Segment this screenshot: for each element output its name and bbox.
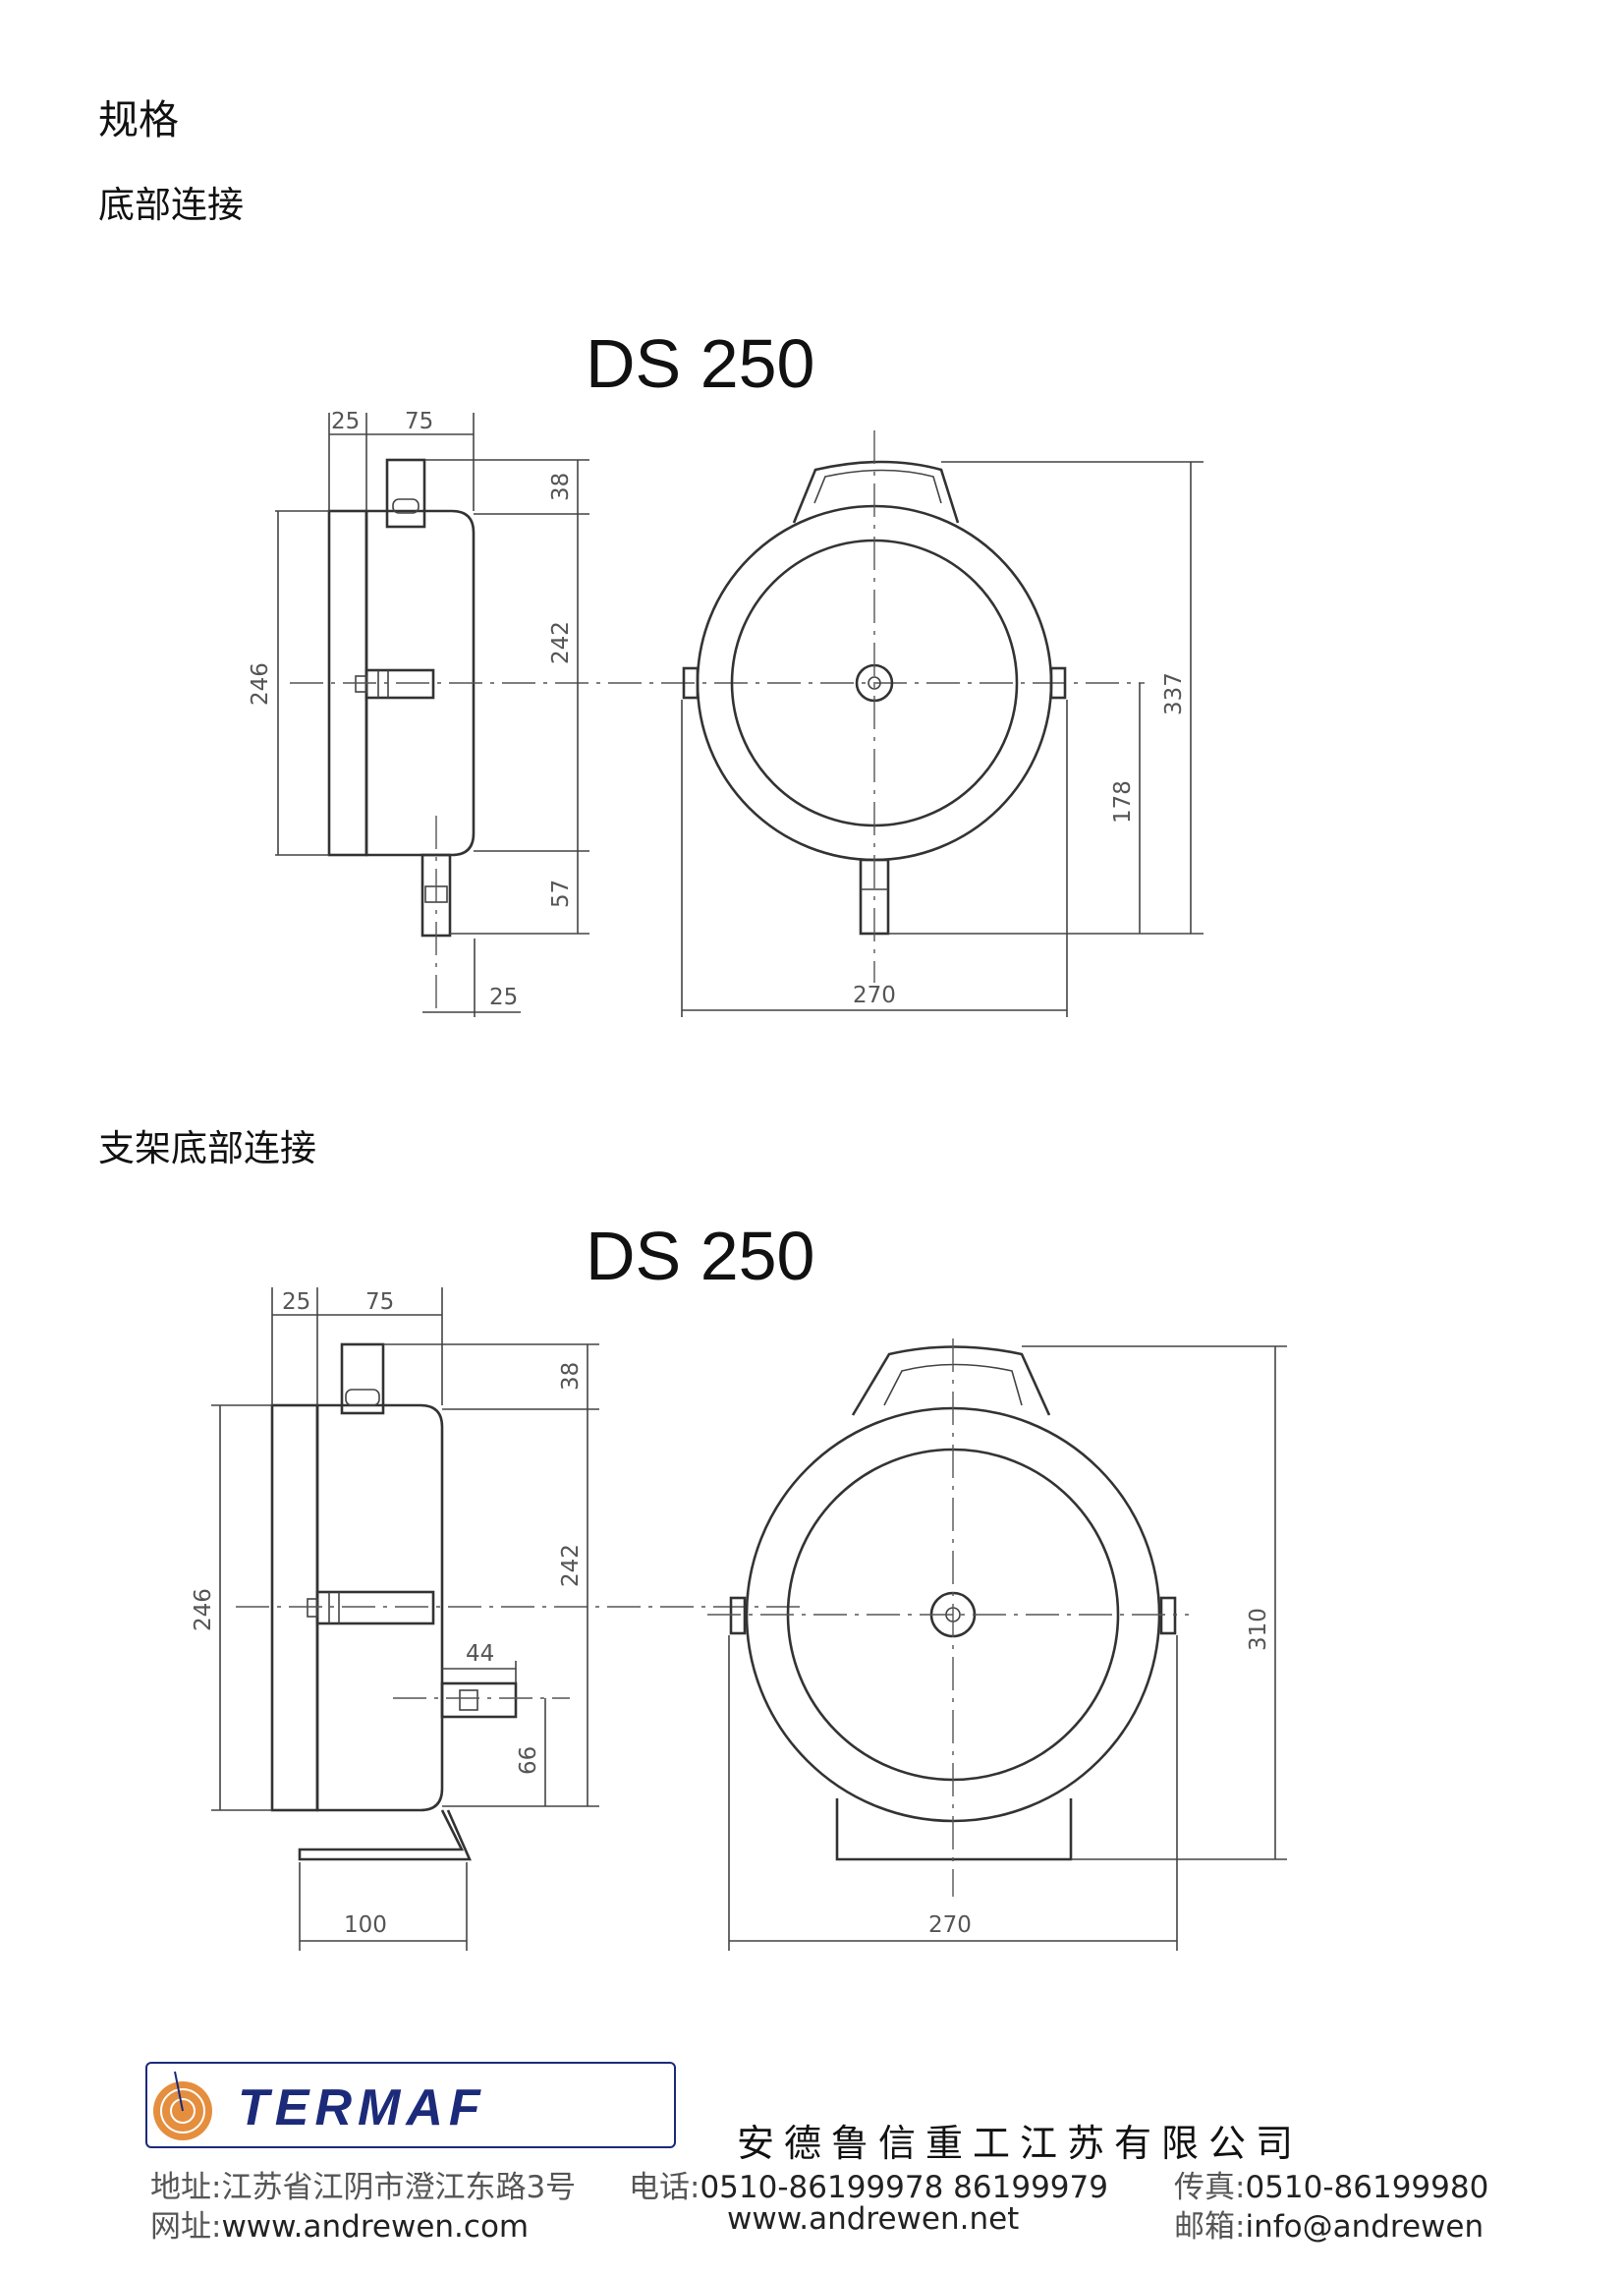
top-contact-box (385, 458, 426, 529)
dim2-246: 246 (191, 1588, 216, 1631)
drawing1-title: DS 250 (586, 325, 815, 402)
dim1-178: 178 (1110, 780, 1136, 824)
dim2-75: 75 (365, 1289, 394, 1315)
side-lug-right (1049, 666, 1067, 700)
dim2-66: 66 (516, 1746, 541, 1775)
dim2-310: 310 (1246, 1608, 1271, 1651)
dim1-38: 38 (548, 473, 574, 501)
section1-title: 底部连接 (98, 184, 244, 226)
dim2-38: 38 (558, 1362, 584, 1391)
company-name: 安德鲁信重工江苏有限公司 (737, 2122, 1304, 2165)
web-link-2[interactable]: www.andrewen.net (727, 2201, 1020, 2237)
top-mount (792, 460, 960, 524)
contact-socket-2 (315, 1590, 435, 1625)
contact-socket (364, 668, 435, 700)
dim2-25: 25 (282, 1289, 310, 1315)
logo-text: TERMAF (238, 2079, 486, 2136)
footer-web: 网址:www.andrewen.com (150, 2201, 529, 2246)
dim1-242: 242 (548, 621, 574, 664)
dim1-337: 337 (1161, 672, 1187, 715)
dim1-246: 246 (248, 662, 273, 706)
bezel-ring-2 (270, 1403, 319, 1812)
drawing1-front-view (682, 430, 1067, 983)
dim2-44: 44 (466, 1641, 494, 1667)
drawing2-svg: 25 75 246 38 242 44 66 100 270 (191, 1287, 1287, 1951)
address-label: 地址: (150, 2170, 222, 2205)
drawing1-side-view (290, 458, 1145, 1012)
dim1-75: 75 (405, 409, 433, 434)
side-lug-right-2 (1159, 1596, 1177, 1635)
dim1-270: 270 (853, 983, 896, 1008)
email-link[interactable]: info@andrewen (1245, 2209, 1484, 2245)
footer-fax: 传真:0510-86199980 (1174, 2162, 1488, 2206)
email-label: 邮箱: (1174, 2209, 1246, 2245)
dim2-242: 242 (558, 1544, 584, 1587)
drawing2-front-view (707, 1338, 1189, 1897)
web-link-1[interactable]: www.andrewen.com (221, 2209, 530, 2245)
side-lug-left-2 (729, 1596, 747, 1635)
web-label: 网址: (150, 2209, 222, 2245)
drawing2-title: DS 250 (586, 1218, 815, 1294)
front-bracket-2 (835, 1798, 1073, 1861)
dim2-270: 270 (928, 1912, 972, 1938)
footer-email: 邮箱:info@andrewen (1174, 2201, 1484, 2246)
footer-phone: 电话:0510-86199978 86199979 (629, 2162, 1108, 2206)
drawing2-side-view (236, 1342, 806, 1861)
side-connector-2 (440, 1681, 518, 1719)
fax-value: 0510-86199980 (1245, 2170, 1489, 2205)
top-mount-2 (851, 1345, 1051, 1416)
dim1-57: 57 (548, 880, 574, 908)
dim2-100: 100 (344, 1912, 387, 1938)
company-logo: TERMAF (145, 2062, 676, 2148)
drawing1-svg: 25 75 246 38 242 57 25 270 337 (248, 409, 1204, 1017)
page-heading: 规格 (98, 96, 179, 143)
side-lug-left (682, 666, 700, 700)
mount-bracket (298, 1809, 472, 1861)
dim1-25a: 25 (331, 409, 360, 434)
top-contact-box-2 (340, 1342, 385, 1415)
phone-value: 0510-86199978 86199979 (700, 2170, 1108, 2205)
dim1-25b: 25 (489, 985, 518, 1010)
phone-label: 电话: (629, 2170, 700, 2205)
fax-label: 传真: (1174, 2170, 1246, 2205)
address-value: 江苏省江阴市澄江东路3号 (221, 2170, 577, 2205)
footer-line-1: 地址:江苏省江阴市澄江东路3号 (150, 2162, 576, 2206)
section2-title: 支架底部连接 (98, 1127, 316, 1169)
case-body-2 (315, 1403, 444, 1812)
case-body (364, 509, 476, 857)
